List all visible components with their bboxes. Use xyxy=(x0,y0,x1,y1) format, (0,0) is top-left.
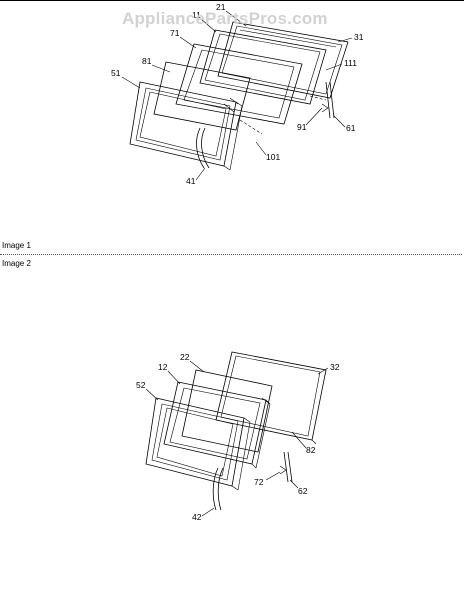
callout-72: 72 xyxy=(254,477,264,487)
door-choke-panel xyxy=(181,369,273,453)
exploded-door-diagram-1: 21 11 71 31 81 111 51 91 61 101 41 xyxy=(111,2,364,186)
door-outer-frame xyxy=(145,397,251,491)
callout-62: 62 xyxy=(298,486,308,496)
door-latch-hook xyxy=(309,81,335,119)
callout-31: 31 xyxy=(354,32,364,42)
callout-11: 11 xyxy=(192,10,201,20)
callout-91: 91 xyxy=(297,122,307,132)
door-handle xyxy=(196,127,210,169)
callout-12: 12 xyxy=(158,362,168,372)
callout-82: 82 xyxy=(306,445,316,455)
callout-42: 42 xyxy=(192,512,202,522)
callout-41: 41 xyxy=(186,176,196,186)
callout-81: 81 xyxy=(142,56,152,66)
callout-21: 21 xyxy=(216,2,226,12)
image-2-label: Image 2 xyxy=(2,259,31,268)
door-choke-frame xyxy=(199,29,327,105)
callout-52: 52 xyxy=(136,380,146,390)
callout-111: 111 xyxy=(344,58,357,68)
door-back-panel xyxy=(217,21,349,99)
image-1-label: Image 1 xyxy=(2,241,31,250)
door-latch-hook xyxy=(279,451,293,483)
callout-61: 61 xyxy=(346,123,356,133)
door-handle xyxy=(212,467,224,511)
callout-32: 32 xyxy=(330,362,340,372)
callout-22: 22 xyxy=(180,352,190,362)
door-back-panel xyxy=(215,351,327,445)
watermark: AppliancePartsPros.com xyxy=(122,9,328,28)
door-outer-frame xyxy=(129,81,243,171)
callout-51: 51 xyxy=(111,68,121,78)
section-divider xyxy=(0,254,462,255)
top-border-line xyxy=(0,0,464,1)
door-inner-frame xyxy=(163,381,271,469)
exploded-door-diagram-2: 32 22 12 52 82 72 62 42 xyxy=(136,351,340,522)
door-inner-frame xyxy=(175,43,303,125)
callout-101: 101 xyxy=(266,152,280,162)
callout-71: 71 xyxy=(170,28,180,38)
